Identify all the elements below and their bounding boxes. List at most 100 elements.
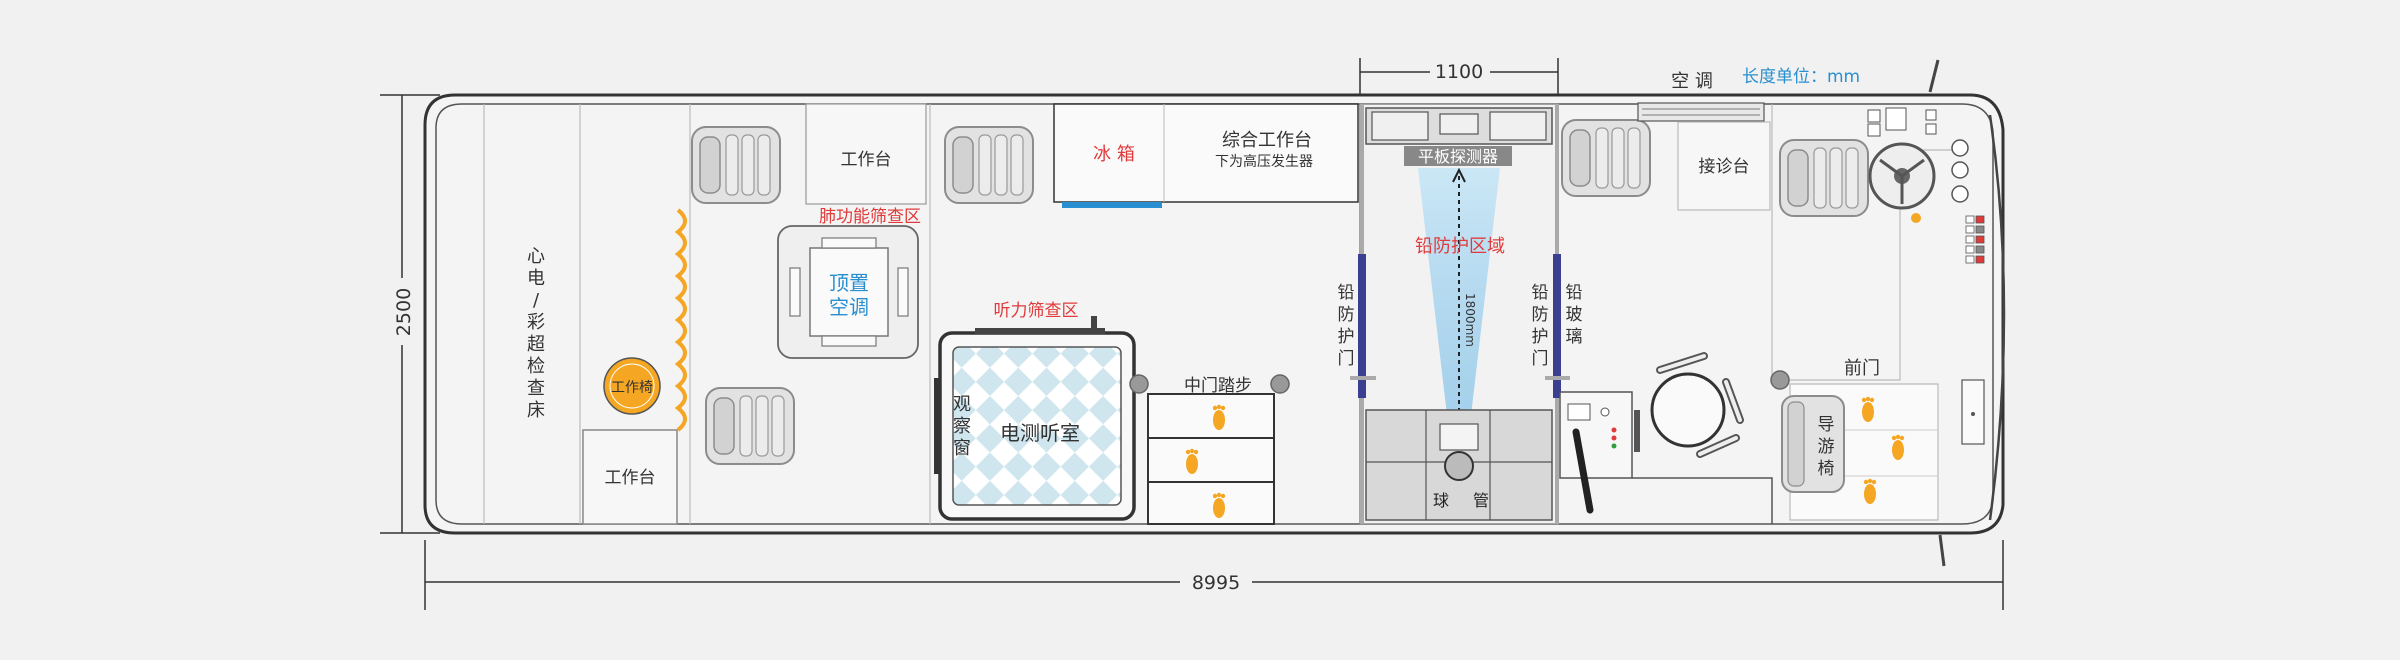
roof-ac-label-1: 顶置	[829, 271, 869, 295]
dash-indicator	[1965, 215, 1975, 224]
steering-spoke	[1901, 158, 1925, 178]
middle-step-label: 中门踏步	[1184, 376, 1252, 396]
ac-unit	[1637, 102, 1765, 122]
windshield	[1988, 114, 2006, 521]
dash-indicators	[1965, 215, 1985, 264]
flat-detector	[1404, 146, 1512, 166]
guide-chair-back	[1787, 401, 1805, 487]
audiometry-room-label: 电测听室	[1000, 421, 1080, 445]
roof-ac-label-2: 空调	[829, 295, 869, 319]
door-post	[1270, 374, 1290, 394]
lead-door-right	[1553, 254, 1561, 398]
table-chair	[1698, 436, 1738, 456]
footprint	[1185, 448, 1199, 474]
dash-indicator	[1975, 235, 1985, 244]
footprint	[1861, 396, 1875, 422]
main-console-label: 综合工作台	[1222, 130, 1312, 151]
observation-window-label: 观察窗	[953, 394, 971, 459]
work-chair-label: 工作椅	[611, 380, 653, 396]
floor-outline	[1632, 477, 1773, 524]
work-chair-rim	[609, 363, 655, 409]
footprint	[1212, 404, 1226, 430]
leadGlass-text: 铅玻璃	[1566, 283, 1583, 347]
dash-control	[1925, 123, 1937, 135]
width-dimension-label: 1100	[1435, 61, 1483, 83]
reception-desk	[1677, 121, 1771, 211]
workstation-bottom	[582, 429, 678, 525]
obsLabel-text: 观察窗	[953, 394, 971, 459]
audiometry-knob	[1091, 316, 1097, 330]
table-chair	[1724, 380, 1742, 422]
lead-glass-label: 铅玻璃	[1566, 283, 1583, 347]
ac-label: 空 调	[1671, 71, 1713, 92]
dash-control	[1867, 109, 1881, 123]
xray-tube	[1444, 451, 1474, 481]
lead-door-left-label: 铅防护门	[1338, 283, 1355, 369]
table-chair	[1658, 354, 1706, 372]
footprint	[1212, 492, 1226, 518]
ecg-bed-label: 心电/彩超检查床	[527, 246, 545, 421]
workstation-bottom-label: 工作台	[605, 468, 656, 488]
unit-label: 长度单位：mm	[1742, 67, 1860, 87]
dash-indicator	[1975, 215, 1985, 224]
mirror-top	[1928, 59, 1940, 93]
dash-gauge	[1951, 139, 1969, 157]
lung-screening-label: 肺功能筛查区	[819, 207, 921, 227]
observation-window	[934, 378, 940, 474]
ac-vent	[897, 267, 909, 317]
dash-indicator	[1965, 235, 1975, 244]
equipment-grille	[1634, 410, 1640, 452]
tube-label-left: 球	[1433, 491, 1449, 510]
workstation-top	[805, 103, 927, 205]
leadDoorLeft-text: 铅防护门	[1338, 283, 1355, 369]
steering-spoke	[1879, 158, 1903, 178]
seat	[691, 126, 781, 204]
seat	[944, 126, 1034, 204]
door-post	[1129, 374, 1149, 394]
equipment-led	[1611, 427, 1617, 433]
dash-gauge	[1951, 161, 1969, 179]
tube-holder	[1439, 423, 1479, 451]
audiometry-room-floor	[952, 346, 1122, 506]
mirror-bottom	[1938, 534, 1946, 567]
lead-door-right-label: 铅防护门	[1532, 283, 1549, 369]
fridge-accent	[1062, 202, 1162, 208]
dash-indicator	[1965, 225, 1975, 234]
door-post	[1770, 370, 1790, 390]
middle-step	[1147, 393, 1275, 525]
main-console-sublabel: 下为高压发生器	[1215, 153, 1313, 170]
audiometry-top-bar	[975, 328, 1105, 334]
dimension-bottom	[424, 540, 2004, 610]
footprint	[1891, 434, 1905, 460]
dash-indicator	[1965, 245, 1975, 254]
equipment-handle	[1572, 428, 1594, 514]
equipment-led	[1611, 443, 1617, 449]
front-panel-dot	[1971, 412, 1975, 416]
dash-control	[1925, 109, 1937, 121]
ac-vent	[821, 335, 877, 347]
tube-label-right: 管	[1473, 491, 1489, 510]
leadDoorRight-text: 铅防护门	[1532, 283, 1549, 369]
equipment-screen	[1567, 403, 1591, 421]
height-dimension-label: 2500	[393, 288, 415, 336]
flat-detector-label: 平板探测器	[1418, 147, 1498, 166]
equipment-led	[1611, 435, 1617, 441]
reception-label: 接诊台	[1699, 157, 1750, 177]
orange-indicator	[1911, 213, 1921, 223]
ac-vent	[821, 237, 877, 249]
beam-arrow-top	[1452, 167, 1466, 183]
flat-detector-block	[1371, 111, 1429, 141]
flat-detector-block	[1439, 113, 1479, 135]
length-dimension-label: 8995	[1192, 572, 1240, 594]
lead-zone-label: 铅防护区域	[1415, 236, 1505, 257]
dash-control	[1867, 123, 1881, 137]
dash-indicator	[1975, 255, 1985, 264]
ac-vent	[789, 267, 801, 317]
main-console	[1053, 103, 1359, 203]
dash-indicator	[1965, 255, 1975, 264]
fridge-label: 冰 箱	[1093, 144, 1135, 165]
workstation-top-label: 工作台	[841, 150, 892, 170]
hearing-screening-label: 听力筛查区	[994, 301, 1079, 321]
seat	[1779, 139, 1869, 217]
guideLabel-text: 导游椅	[1818, 415, 1835, 479]
